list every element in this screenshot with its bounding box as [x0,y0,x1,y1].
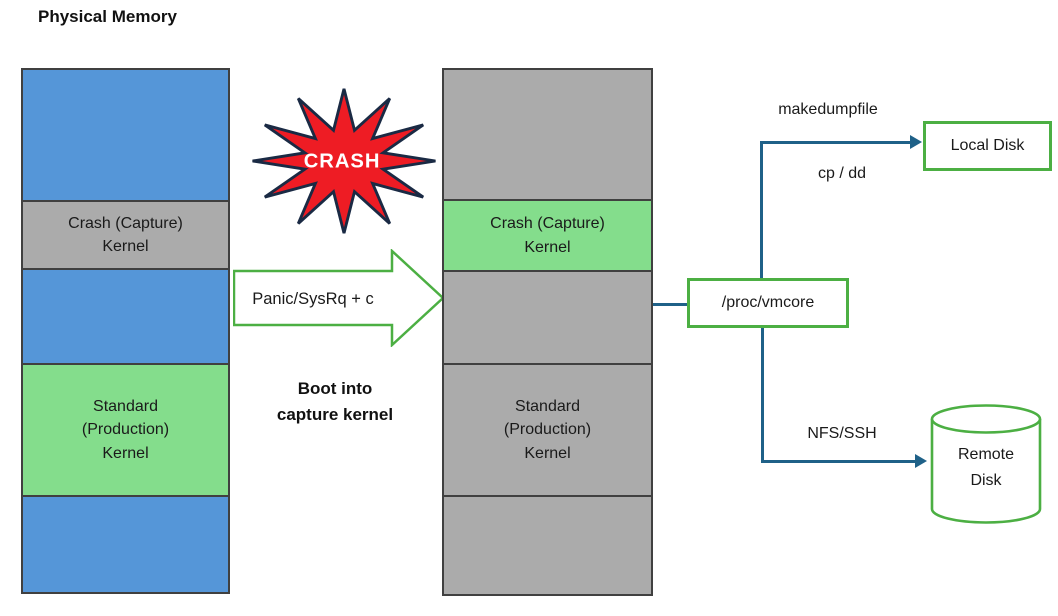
standard-kernel-label: Standard (Production) Kernel [503,398,592,462]
memory-block [444,70,651,201]
edge-label-nfs-ssh: NFS/SSH [807,425,877,442]
edge-label-makedumpfile: makedumpfile [778,101,878,118]
vmcore-box: /proc/vmcore [687,278,849,328]
arrowhead-remote-disk [915,454,927,468]
connector-vmcore-up [760,143,763,278]
crash-burst: CRASH [252,88,436,234]
crash-burst-shape [252,88,436,234]
crash-kernel-label: Crash (Capture) Kernel [68,214,183,255]
remote-disk-label: Remote Disk [957,446,1015,490]
memory-free-block [23,70,228,202]
memory-column-after: Crash (Capture) Kernel Standard (Product… [442,68,653,596]
crash-kernel-block-active: Crash (Capture) Kernel [444,201,651,272]
standard-kernel-label: Standard (Production) Kernel [81,398,170,462]
memory-block [444,272,651,365]
panic-arrow: Panic/SysRq + c [233,249,445,347]
edge-label-cp-dd: cp / dd [817,165,867,182]
panic-arrow-shape [233,249,445,347]
remote-disk-body [930,419,1042,524]
crash-burst-label: CRASH [304,151,381,173]
memory-free-block [23,497,228,592]
crash-kernel-block: Crash (Capture) Kernel [23,202,228,270]
crash-kernel-label: Crash (Capture) Kernel [490,215,605,256]
local-disk-box: Local Disk [923,121,1052,171]
connector-column-to-vmcore [653,303,687,306]
standard-kernel-block: Standard (Production) Kernel [23,365,228,497]
page-title: Physical Memory [38,7,177,26]
memory-free-block [23,270,228,365]
remote-disk-cylinder [930,404,1042,524]
vmcore-label: /proc/vmcore [721,294,815,311]
local-disk-label: Local Disk [950,137,1025,154]
connector-to-remote-disk [761,460,916,463]
connector-vmcore-down [761,328,764,463]
memory-block [444,497,651,594]
standard-kernel-block-inactive: Standard (Production) Kernel [444,365,651,497]
panic-arrow-label: Panic/SysRq + c [252,290,374,308]
connector-to-local-disk [760,141,911,144]
remote-disk-top [930,404,1042,434]
arrowhead-local-disk [910,135,922,149]
boot-note: Boot into capture kernel [276,379,394,425]
memory-column-before: Crash (Capture) Kernel Standard (Product… [21,68,230,594]
